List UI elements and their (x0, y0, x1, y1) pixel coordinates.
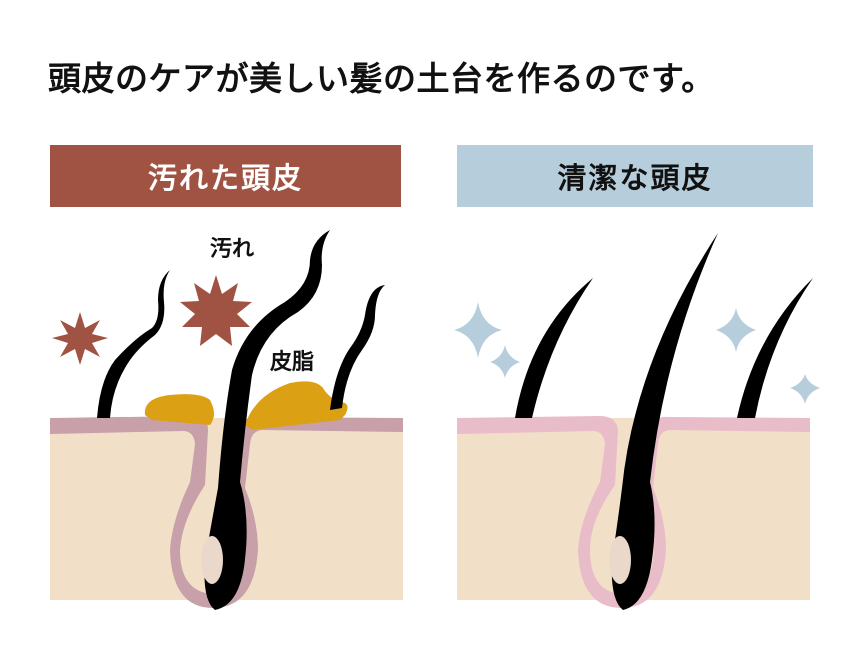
sparkle-large-icon (454, 302, 502, 358)
clean-scalp-illustration (454, 233, 820, 610)
page-title: 頭皮のケアが美しい髪の土台を作るのです。 (48, 59, 715, 98)
hair-center (204, 230, 330, 610)
sebum-blob-right (245, 381, 348, 430)
sparkle-right-icon (716, 308, 756, 352)
sparkle-far-right-icon (790, 374, 820, 404)
hair-left (515, 278, 593, 418)
hair-center (611, 233, 718, 610)
clean-scalp-header: 清潔な頭皮 (457, 145, 813, 207)
dirty-scalp-header: 汚れた頭皮 (50, 145, 401, 207)
dirt-star-small-icon (52, 312, 108, 365)
dirt-star-large-icon (180, 275, 252, 346)
hair-right (330, 285, 385, 410)
hair-left (97, 270, 170, 418)
sebum-blob-left (144, 394, 214, 425)
dirt-label: 汚れ (210, 237, 255, 262)
hair-papilla (609, 536, 631, 584)
dirty-scalp-illustration (50, 230, 403, 610)
hair-right (737, 278, 813, 418)
sebum-label: 皮脂 (270, 350, 315, 375)
hair-papilla (201, 536, 223, 584)
sparkle-small-icon (490, 345, 520, 378)
